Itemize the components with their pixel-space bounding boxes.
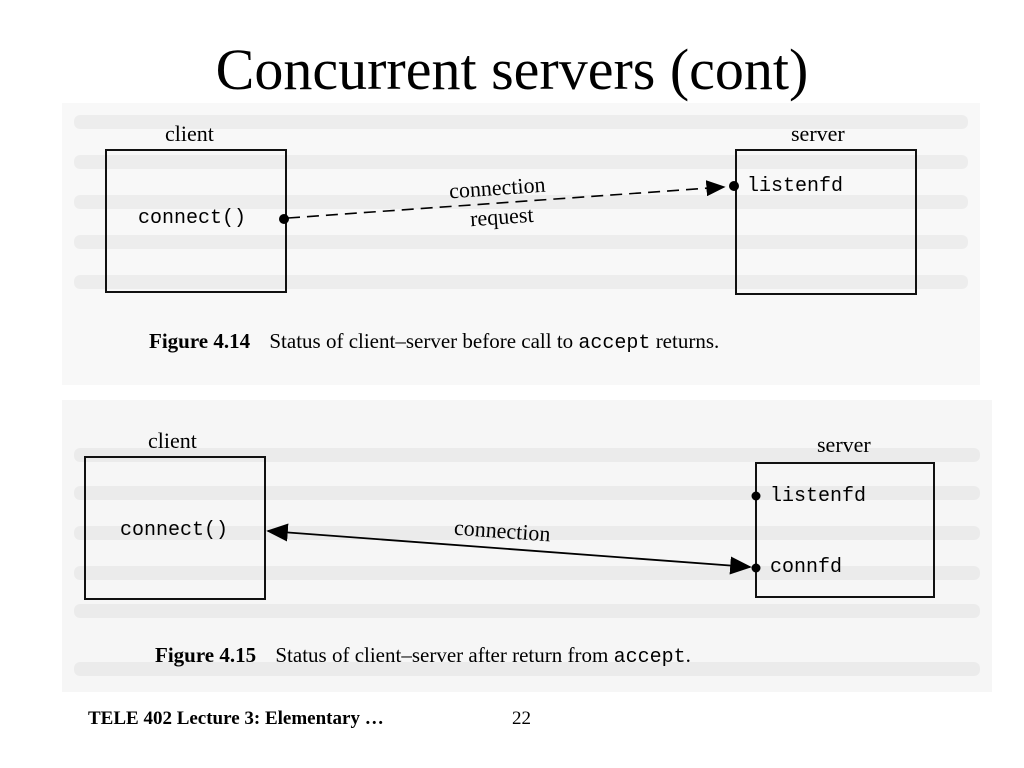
slide-footer: TELE 402 Lecture 3: Elementary … <box>88 708 384 729</box>
figure-4-14-scan: client server connect() listenfd connect… <box>62 103 980 385</box>
client-box <box>84 456 266 600</box>
slide-title: Concurrent servers (cont) <box>215 37 809 102</box>
connection-arrow <box>266 491 761 575</box>
bleed-through-text <box>74 662 980 676</box>
server-listenfd: listenfd <box>770 485 867 508</box>
server-label: server <box>817 432 871 457</box>
caption-text: Status of client–server before call to <box>269 329 574 353</box>
bleed-through-text <box>74 448 980 462</box>
server-connfd: connfd <box>770 556 843 579</box>
client-label: client <box>148 428 197 453</box>
bleed-through-text <box>74 115 968 129</box>
caption-code: accept <box>613 646 686 669</box>
caption-tail: . <box>685 643 691 667</box>
server-listenfd: listenfd <box>747 175 844 198</box>
bleed-through-text <box>74 235 968 249</box>
server-endpoint-dot <box>729 181 739 191</box>
bleed-through-text <box>74 604 980 618</box>
figure-4-15-caption: Figure 4.15 Status of client–server afte… <box>155 643 691 669</box>
figure-4-15-scan: client server connect() listenfd connfd … <box>62 400 992 692</box>
server-box <box>755 462 935 598</box>
server-label: server <box>791 121 845 146</box>
arrow-label-request: request <box>469 201 535 232</box>
listenfd-dot <box>751 491 761 501</box>
client-label: client <box>165 121 214 146</box>
client-connect-call: connect() <box>138 207 247 230</box>
caption-figure-number: Figure 4.14 <box>149 329 251 353</box>
caption-tail: returns. <box>655 329 720 353</box>
connfd-dot <box>751 563 761 573</box>
connection-request-arrow <box>279 180 739 224</box>
server-box <box>735 149 917 295</box>
bleed-through-text <box>74 275 968 289</box>
client-endpoint-dot <box>279 214 289 224</box>
client-connect-call: connect() <box>120 519 229 542</box>
figure-4-14-caption: Figure 4.14 Status of client–server befo… <box>149 329 719 355</box>
page-number: 22 <box>512 708 531 729</box>
bleed-through-text <box>74 155 968 169</box>
caption-text: Status of client–server after return fro… <box>275 643 609 667</box>
caption-figure-number: Figure 4.15 <box>155 643 257 667</box>
caption-code: accept <box>578 332 651 355</box>
